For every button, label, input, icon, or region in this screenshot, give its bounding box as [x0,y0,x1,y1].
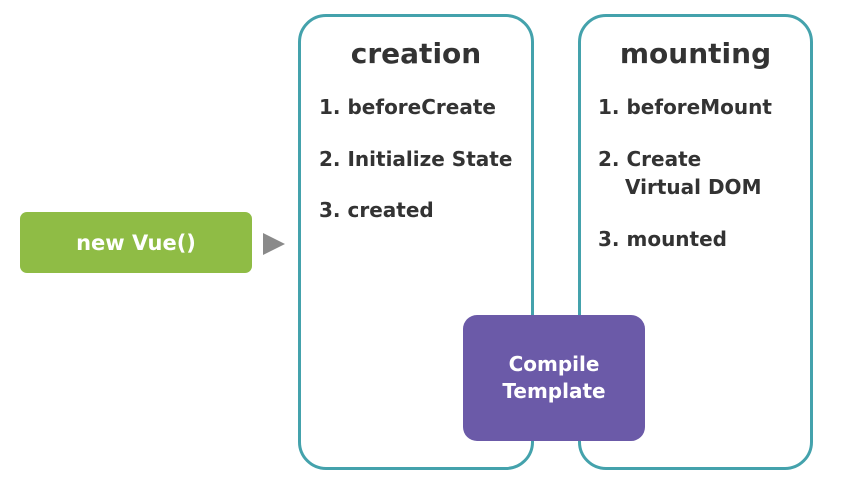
mounting-step-3: 3. mounted [598,227,727,251]
new-vue-box: new Vue() [20,212,252,273]
mounting-phase-box: mounting 1. beforeMount 2. Create Virtua… [578,14,813,470]
mounting-step-2: 2. Create Virtual DOM [598,147,761,199]
creation-step-1: 1. beforeCreate [319,95,496,119]
creation-step-3: 3. created [319,198,434,222]
creation-title: creation [350,37,482,70]
step-text: mounted [626,227,727,251]
step-text: Create [626,147,702,171]
step-number: 1. [319,95,341,119]
compile-template-box: Compile Template [463,315,645,441]
new-vue-label: new Vue() [76,230,196,255]
step-number: 2. [319,147,341,171]
creation-step-2: 2. Initialize State [319,147,512,171]
step-number: 1. [598,95,620,119]
step-text: Initialize State [347,147,513,171]
step-text-continued: Virtual DOM [625,175,762,199]
step-number: 3. [319,198,341,222]
compile-label-line1: Compile [508,352,600,376]
step-text: beforeMount [626,95,772,119]
creation-phase-box: creation 1. beforeCreate 2. Initialize S… [298,14,534,470]
mounting-step-1: 1. beforeMount [598,95,772,119]
step-number: 2. [598,147,620,171]
mounting-title: mounting [619,37,772,70]
step-text: created [347,198,434,222]
step-number: 3. [598,227,620,251]
arrow-right-icon [263,233,285,255]
compile-label-line2: Template [502,379,606,403]
step-text: beforeCreate [347,95,496,119]
